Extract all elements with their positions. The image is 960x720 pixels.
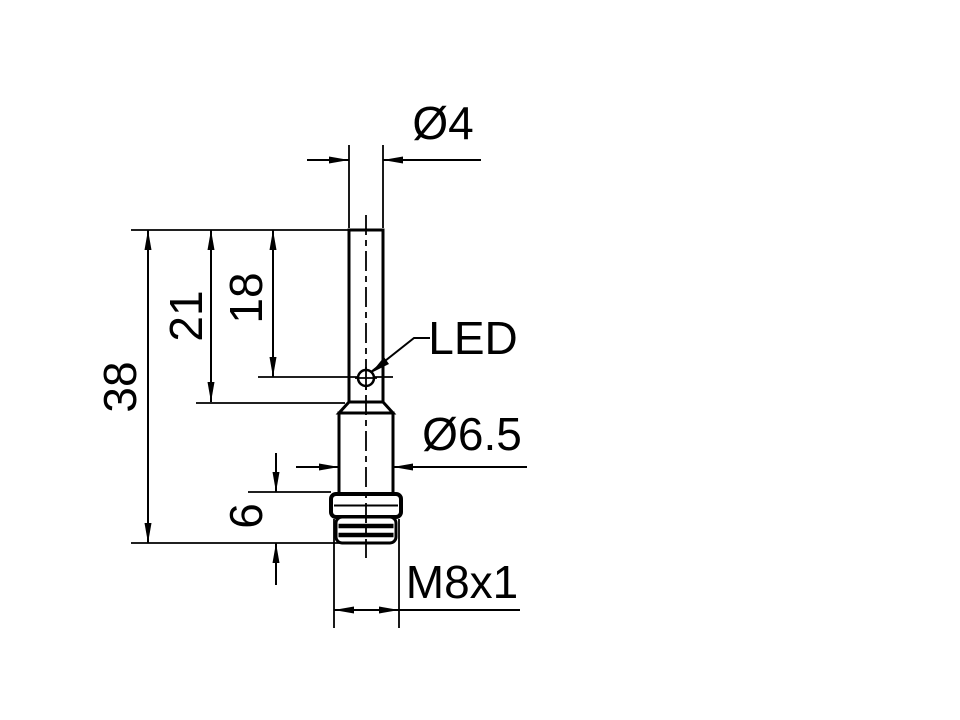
dimension-shoulder-length: 21: [160, 230, 345, 404]
dimension-body-diameter: Ø6.5: [296, 408, 527, 471]
arrowhead-left: [383, 156, 403, 164]
arrowhead-down: [207, 382, 215, 402]
arrowhead-up: [144, 230, 152, 250]
dim-label-dia65: Ø6.5: [422, 408, 522, 460]
led-callout: LED: [355, 312, 518, 390]
arrowhead-right: [329, 156, 349, 164]
arrowhead-down: [269, 357, 277, 377]
arrowhead-up: [272, 543, 280, 563]
dimension-thread-spec: M8x1: [333, 519, 520, 628]
arrowhead-left: [334, 606, 354, 614]
dimension-thread-length: 6: [220, 453, 331, 585]
dim-label-dia4: Ø4: [412, 97, 473, 149]
arrowhead-down: [144, 523, 152, 543]
led-leader-arrowhead: [371, 357, 389, 373]
arrowhead-left: [393, 463, 413, 471]
led-label: LED: [428, 312, 517, 364]
dim-label-38: 38: [94, 361, 146, 412]
dim-label-m8x1: M8x1: [406, 556, 518, 608]
dimension-tube-diameter: Ø4: [307, 97, 481, 228]
sensor-outline: [329, 215, 403, 558]
arrowhead-right: [379, 606, 399, 614]
dimension-overall-length: 38: [94, 229, 365, 544]
dim-label-18: 18: [220, 272, 272, 323]
dim-label-21: 21: [160, 290, 212, 341]
arrowhead-right: [319, 463, 339, 471]
arrowhead-down: [272, 472, 280, 492]
arrowhead-up: [269, 230, 277, 250]
arrowhead-up: [207, 230, 215, 250]
dim-label-6: 6: [220, 503, 272, 529]
